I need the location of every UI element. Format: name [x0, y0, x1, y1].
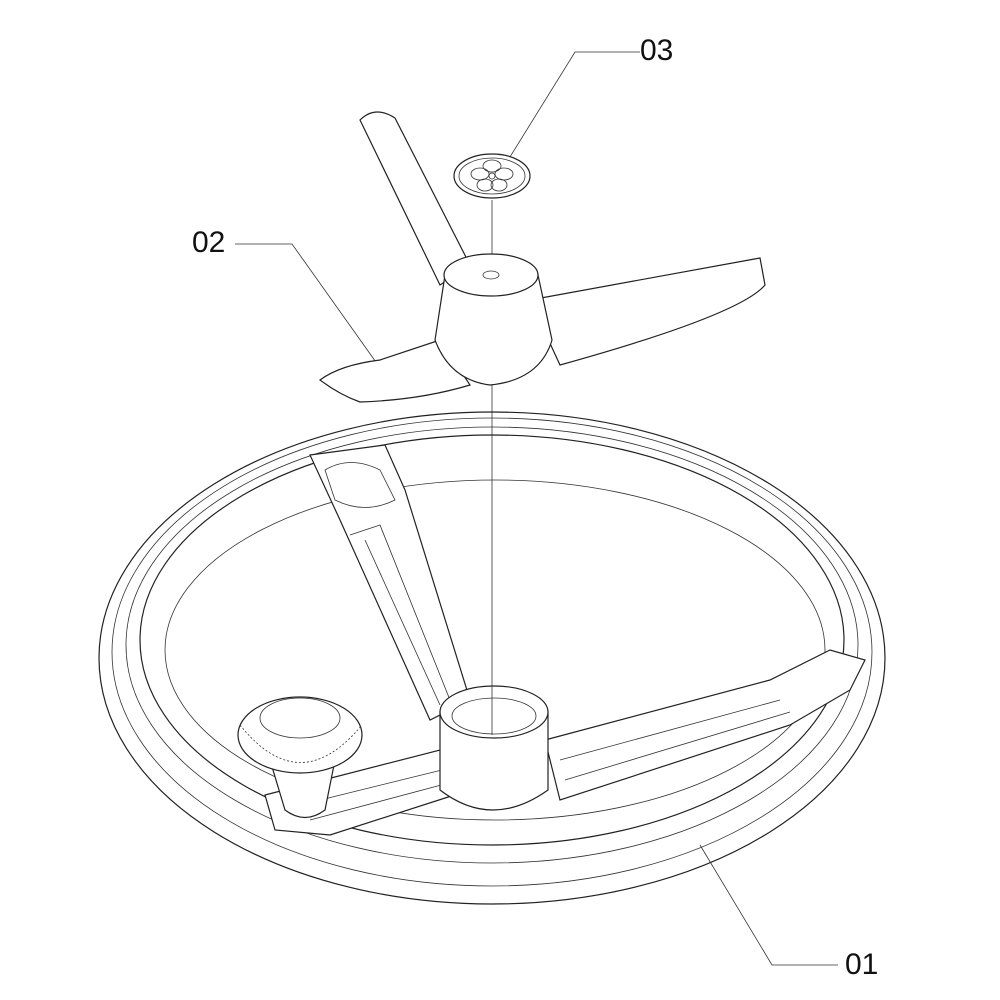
callout-label-02: 02	[192, 226, 226, 259]
leader-line-01	[699, 844, 838, 966]
leader-line-03	[504, 51, 640, 166]
flower-emblem-icon	[470, 159, 514, 192]
callout-label-03: 03	[640, 34, 674, 67]
steering-wheel-part-01	[98, 411, 886, 905]
emblem-cap-part-03	[453, 153, 531, 199]
callout-label-01: 01	[845, 948, 879, 981]
leader-line-02	[235, 243, 379, 366]
hub-cover-part-02	[318, 111, 766, 403]
